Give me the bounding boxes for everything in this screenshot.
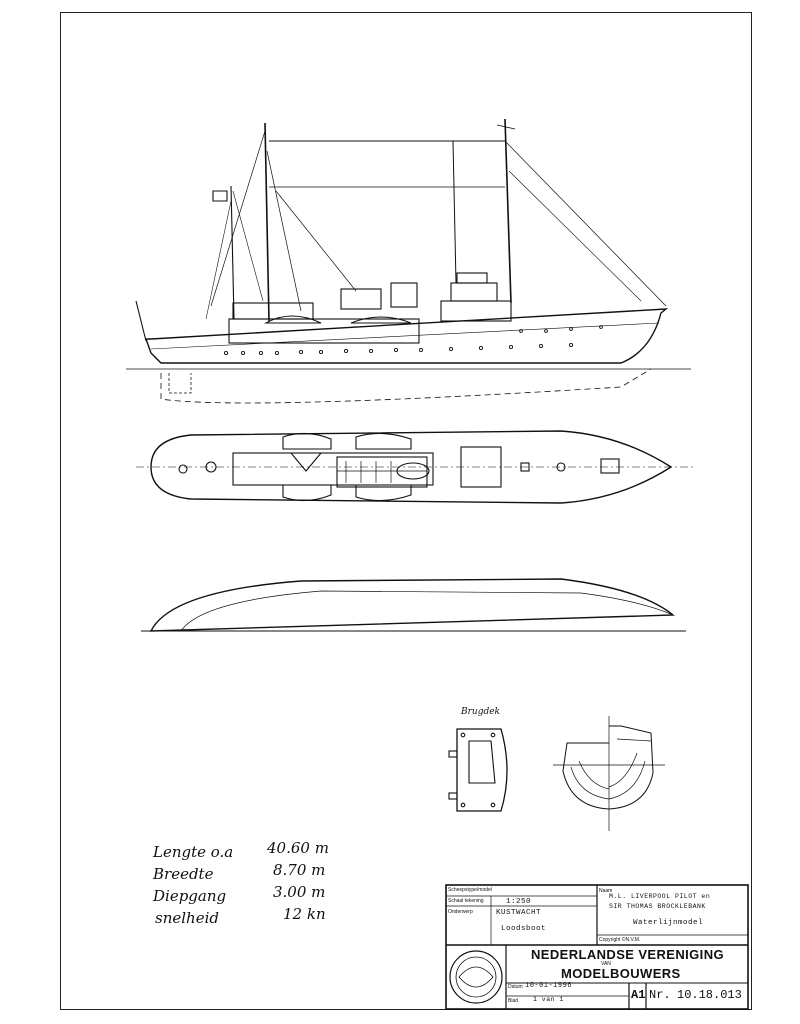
tb-date: 10-01-1996	[525, 982, 573, 990]
spec-value-length: 40.60 m	[267, 839, 329, 857]
spec-label-beam: Breedte	[153, 865, 214, 883]
tb-name-line2: SIR THOMAS BROCKLEBANK	[609, 903, 706, 910]
tb-date-label: Datum	[508, 984, 523, 990]
tb-number: 10.18.013	[677, 988, 742, 1002]
tb-label-sheet: Onderwerp	[448, 909, 473, 915]
ship-plan-drawing	[126, 118, 749, 1010]
tb-format: A1	[631, 988, 646, 1002]
body-plan	[553, 716, 665, 831]
tb-model-type: Waterlijnmodel	[633, 919, 704, 927]
spec-label-draught: Diepgang	[153, 887, 227, 905]
tb-label-scale: Schaal tekening	[448, 898, 484, 904]
tb-nr-label: Nr.	[649, 988, 671, 1002]
tb-sheet-label: Blad	[508, 998, 519, 1004]
spec-value-speed: 12 kn	[283, 905, 326, 923]
detail-label: Brugdek	[461, 707, 501, 717]
tb-name-prefix: Naam	[599, 888, 613, 894]
spec-label-speed: snelheid	[155, 909, 219, 927]
tb-scale: 1:250	[506, 898, 532, 906]
bridge-deck-detail	[448, 728, 508, 812]
hull-profile	[141, 578, 686, 632]
tb-label-type: Scheepstype/model	[448, 887, 492, 893]
tb-org-small: VAN	[601, 961, 611, 967]
tb-name-line1: M.L. LIVERPOOL PILOT en	[609, 893, 711, 900]
tb-copyright: Copyright ©N.V.M.	[599, 937, 641, 943]
spec-value-draught: 3.00 m	[273, 883, 326, 901]
tb-subtitle: Loodsboot	[501, 925, 547, 933]
tb-org-line2: MODELBOUWERS	[561, 966, 681, 981]
spec-value-beam: 8.70 m	[273, 861, 326, 879]
drawing-sheet: Lengte o.a 40.60 m Breedte 8.70 m Diepga…	[60, 12, 752, 1010]
title-block-frame	[445, 884, 749, 1010]
side-elevation	[126, 118, 691, 404]
deck-plan	[136, 430, 696, 504]
tb-subject: KUSTWACHT	[496, 909, 542, 917]
tb-org-line1: NEDERLANDSE VERENIGING	[531, 947, 724, 962]
spec-label-length: Lengte o.a	[153, 843, 234, 861]
tb-sheet-value: 1 van 1	[533, 996, 564, 1003]
